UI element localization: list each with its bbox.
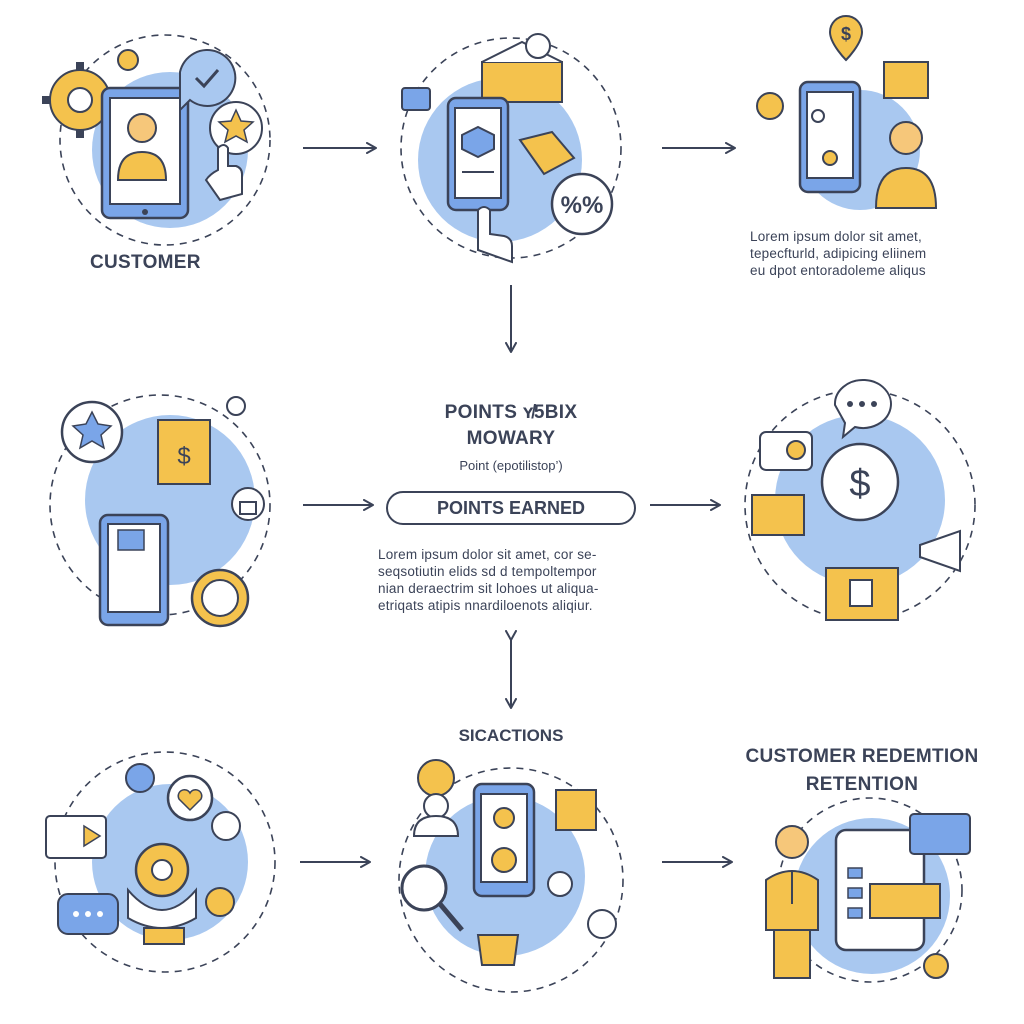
- store-icon: [555, 789, 597, 831]
- chat-bubble-icon: [833, 379, 892, 440]
- smartphone-icon: [472, 782, 536, 898]
- label-customer-redemption: CUSTOMER REDEMTION: [745, 746, 979, 767]
- location-pin-icon: [417, 759, 455, 797]
- card-icon: [751, 494, 805, 536]
- text-line: nian deraectrim sit lohoes ut aliqua-: [378, 581, 599, 596]
- magnifier-icon: [400, 864, 464, 932]
- person-icon: [190, 568, 250, 628]
- percent-icon: %%: [550, 172, 614, 236]
- node-search: [398, 759, 624, 993]
- svg-text:$: $: [177, 443, 190, 470]
- points-title-line-2: MOWARY: [466, 428, 556, 449]
- lock-icon: [231, 487, 265, 521]
- text-line: Lorem ipsum dolor sit amet,: [750, 229, 922, 244]
- hand-icon: [127, 887, 197, 929]
- user-icon: [116, 113, 168, 181]
- hand-pointer-icon: [204, 144, 243, 202]
- heart-icon: [166, 774, 214, 822]
- person-icon: [125, 763, 155, 793]
- gear-icon: [42, 62, 118, 138]
- money-bag-icon: $: [820, 442, 900, 522]
- gear-icon: [117, 49, 139, 71]
- text-line: etriqats atipis nnardiloenots aliqiur.: [378, 598, 593, 613]
- smartphone-icon: [798, 80, 862, 194]
- star-icon: [209, 101, 263, 155]
- node-rewards: $: [49, 394, 271, 628]
- node-money: $: [744, 379, 976, 621]
- text-line: Lorem ipsum dolor sit amet, cor se-: [378, 547, 597, 562]
- label-retention: RETENTION: [805, 774, 919, 795]
- check-icon: [226, 396, 246, 416]
- hand-icon: [476, 934, 520, 966]
- chat-bubble-icon: [45, 815, 107, 859]
- node-support: $: [756, 15, 938, 210]
- person-icon: [412, 793, 460, 837]
- label-customer: CUSTOMER: [90, 252, 201, 273]
- node-customer: [42, 34, 271, 246]
- card-icon: [869, 883, 941, 919]
- gear-icon: [205, 887, 235, 917]
- svg-text:$: $: [841, 24, 851, 44]
- star-icon: [60, 400, 124, 464]
- dollar-icon: [211, 811, 241, 841]
- location-pin-icon: $: [828, 15, 864, 62]
- shopping-bag-icon: $: [157, 419, 211, 485]
- person-icon: [547, 871, 573, 897]
- node-shopping: %%: [400, 33, 622, 264]
- location-pin-icon: [756, 92, 784, 120]
- megaphone-icon: [919, 529, 961, 573]
- gift-box-icon: [883, 61, 929, 99]
- coin-icon: [923, 953, 949, 979]
- points-title-line-1: POINTS ʏ̸5BIX: [444, 402, 578, 423]
- smartphone-icon: [98, 513, 170, 627]
- gear-icon: [134, 842, 190, 898]
- person-icon: [765, 825, 819, 979]
- person-icon: [874, 121, 938, 209]
- points-earned-pill: POINTS EARNED: [386, 491, 636, 525]
- text-top-right: Lorem ipsum dolor sit amet, tepecfturld,…: [750, 228, 1000, 279]
- svg-text:$: $: [849, 463, 870, 505]
- text-center: Lorem ipsum dolor sit amet, cor se- seqs…: [378, 546, 648, 614]
- smartphone-icon: [446, 96, 510, 212]
- text-line: seqsotiutin elids sd d tempoltempor: [378, 564, 597, 579]
- chat-bubble-icon: [57, 893, 119, 935]
- gift-box-icon: [481, 33, 563, 103]
- label-sicactions: SICACTIONS: [458, 726, 564, 745]
- hand-pointer-icon: [477, 206, 513, 264]
- points-subtitle: Point (epotilistop’): [459, 458, 563, 473]
- flow-arrows: [300, 142, 736, 868]
- tag-icon: [518, 130, 576, 176]
- check-icon: [179, 49, 237, 113]
- node-support-chat: [45, 751, 276, 973]
- chat-bubble-icon: [909, 813, 971, 855]
- text-line: tepecfturld, adipicing eliinem: [750, 246, 927, 261]
- folder-icon: [401, 87, 431, 111]
- text-line: eu dpot entoradoleme aliqus: [750, 263, 926, 278]
- node-presenter: [765, 797, 971, 983]
- svg-text:%%: %%: [561, 192, 604, 219]
